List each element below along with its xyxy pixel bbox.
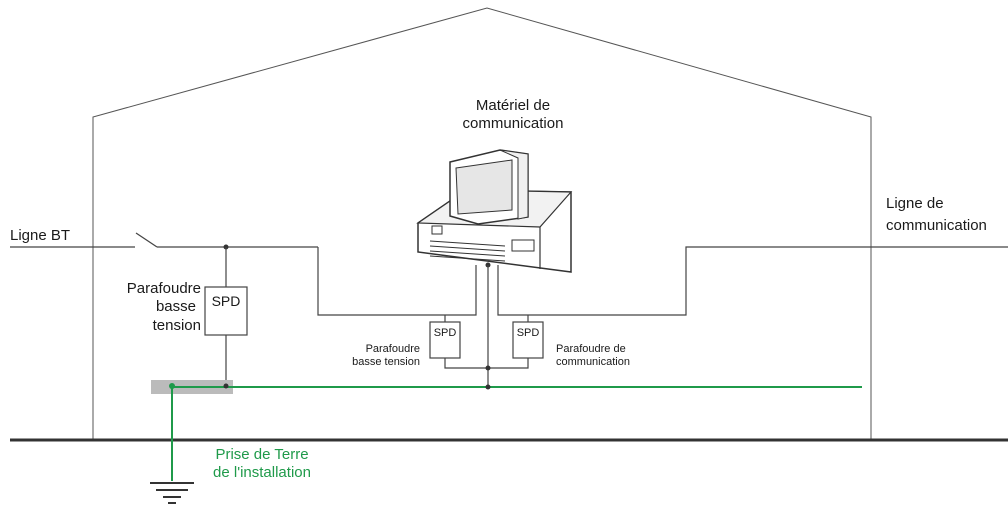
junction-dot <box>485 384 491 390</box>
junction-dot <box>485 365 491 371</box>
building-outline <box>92 7 872 440</box>
spd-small-lv-box <box>429 321 461 359</box>
spd-small-lv-wire-bottom <box>444 358 488 369</box>
spd-comm-label: SPD <box>516 327 540 339</box>
junction-dot <box>223 383 229 389</box>
communication-line-wire <box>497 246 1008 316</box>
communication-equipment-label: Matériel de communication <box>462 97 564 133</box>
spd-small-lv-label: SPD <box>433 327 457 339</box>
spd-comm-box <box>512 321 544 359</box>
low-voltage-arrester-main-label: Parafoudre basse tension <box>126 280 201 334</box>
spd-comm-wire-bottom <box>488 358 529 369</box>
low-voltage-line-label: Ligne BT <box>10 227 71 244</box>
communication-arrester-label: Parafoudre de communication <box>556 343 630 369</box>
computer-icon <box>416 149 573 273</box>
communication-line-label: Ligne de communication <box>886 195 987 235</box>
low-voltage-arrester-small-label: Parafoudre basse tension <box>352 343 420 369</box>
switch-icon <box>135 232 158 248</box>
installation-earth-label: Prise de Terre de l'installation <box>213 446 311 482</box>
low-voltage-line-to-spd <box>317 247 477 316</box>
spd-main-box <box>204 286 248 336</box>
spd-main-label: SPD <box>211 293 241 309</box>
